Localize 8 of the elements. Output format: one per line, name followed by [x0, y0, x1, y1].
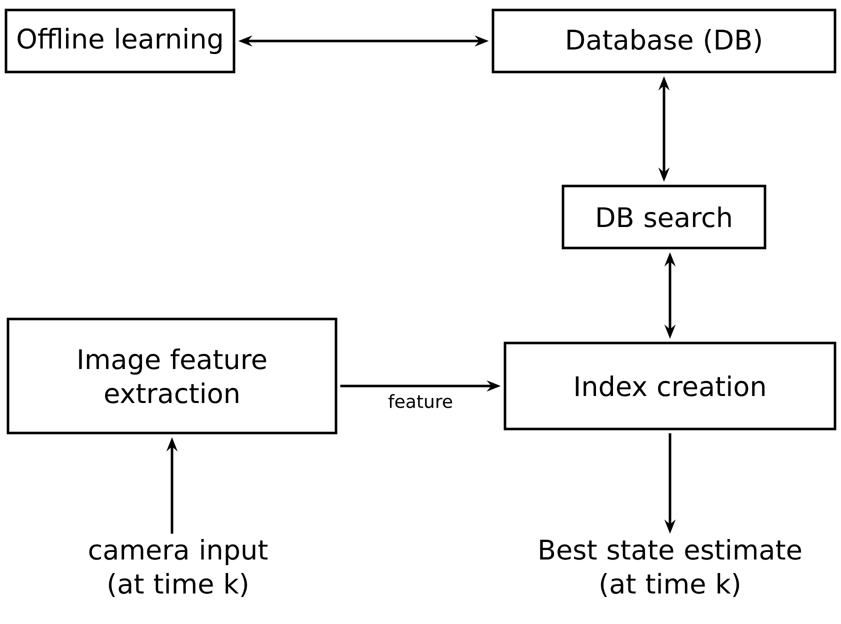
text-label: Best state estimate (at time k) — [540, 538, 802, 598]
process-box: Index creation — [504, 342, 836, 430]
process-box: DB search — [562, 184, 766, 250]
process-box: Offline learning — [4, 8, 236, 74]
process-box: Image feature extraction — [6, 318, 338, 434]
edge-label: feature — [387, 393, 454, 410]
text-label: camera input (at time k) — [89, 538, 268, 598]
process-box: Database (DB) — [492, 8, 836, 74]
